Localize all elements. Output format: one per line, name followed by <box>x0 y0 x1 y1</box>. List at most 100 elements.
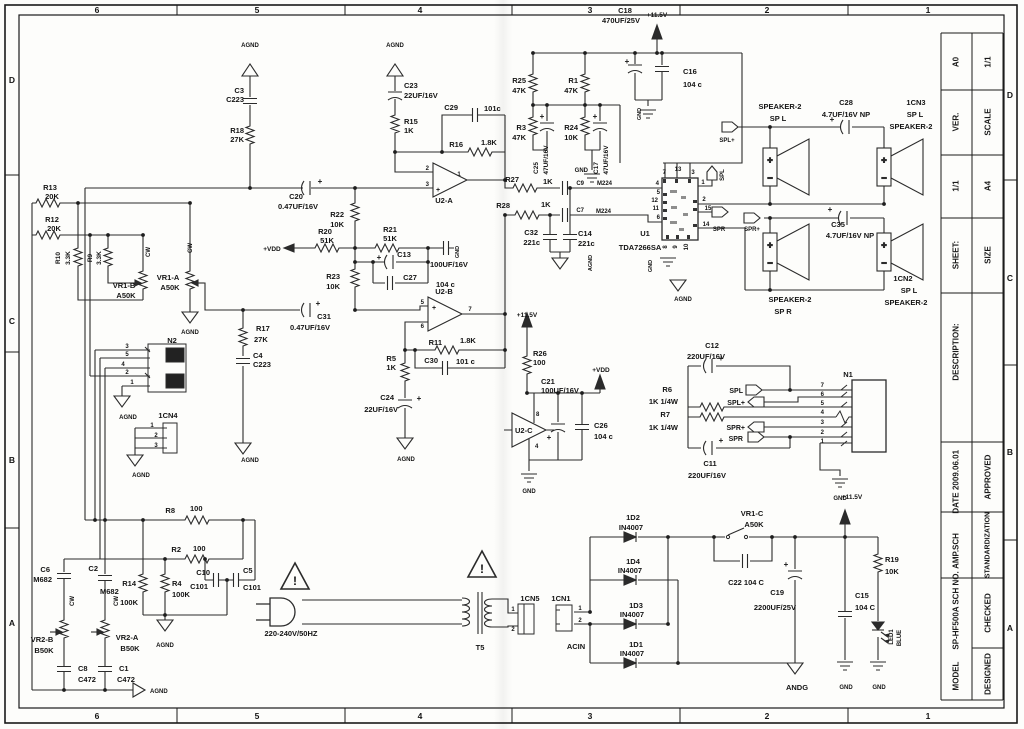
sym-res_v <box>238 324 248 350</box>
schematic-label: SPEAKER-2 <box>890 122 933 131</box>
sym-res_v <box>390 111 400 137</box>
tb-designed-label: DESIGNED <box>983 653 993 695</box>
schematic-label: 3.3K <box>65 251 72 265</box>
schematic-label: R7 <box>660 410 670 419</box>
junction-dot <box>676 661 680 665</box>
sym-cap_pv <box>539 122 555 132</box>
tb-description-label: DESCRIPTION: <box>951 323 961 381</box>
connector-1cn1 <box>555 604 573 632</box>
sym-agnd_r <box>132 682 146 698</box>
schematic-label: C <box>1007 273 1013 283</box>
schematic-label: 1CN3 <box>906 98 925 107</box>
schematic-label: R5 <box>386 354 396 363</box>
schematic-label: 0.47UF/16V <box>290 323 330 332</box>
schematic-label: 104 c <box>683 80 702 89</box>
schematic-label: 1 <box>130 380 134 386</box>
junction-dot <box>393 150 397 154</box>
sym-dio_h <box>623 657 637 669</box>
sym-res_v <box>103 244 113 270</box>
schematic-label: R21 <box>383 225 397 234</box>
schematic-label: SPL+ <box>719 138 735 144</box>
schematic-label: + <box>625 57 630 66</box>
connector-1cn4 <box>162 422 178 454</box>
junction-dot <box>655 51 659 55</box>
schematic-label: R9 <box>87 253 94 262</box>
schematic-label: AGND <box>397 457 415 463</box>
schematic-label: C101 <box>190 582 208 591</box>
schematic-label: 1D2 <box>626 513 640 522</box>
schematic-label: 1K <box>543 177 553 186</box>
jack-n2 <box>144 343 187 393</box>
schematic-label: B50K <box>120 644 140 653</box>
schematic-label: D <box>9 75 15 85</box>
schematic-label: R20 <box>318 227 332 236</box>
schematic-label: IN4007 <box>620 649 644 658</box>
sym-cap_v <box>562 233 578 241</box>
schematic-label: 6 <box>821 392 825 398</box>
sym-res_v <box>245 122 255 148</box>
schematic-label: C1 <box>119 664 129 673</box>
sym-agnd_d <box>786 662 804 675</box>
schematic-label: 51K <box>320 236 334 245</box>
junction-dot <box>580 391 584 395</box>
sym-opamp <box>427 296 463 332</box>
schematic-label: C472 <box>117 675 135 684</box>
schematic-label: R27 <box>505 175 519 184</box>
schematic-label: 47K <box>564 86 578 95</box>
schematic-label: R3 <box>516 123 526 132</box>
sym-cap_h <box>561 207 569 223</box>
schematic-label: C15 <box>855 591 869 600</box>
sym-tag_r <box>743 212 761 224</box>
tb-scale-label: SCALE <box>983 108 993 136</box>
schematic-label: 470UF/25V <box>602 16 640 25</box>
schematic-label: C16 <box>683 67 697 76</box>
sym-cap_h <box>741 553 749 569</box>
schematic-label: C2 <box>88 564 98 573</box>
schematic-label: + <box>593 112 598 121</box>
schematic-label: 100UF/16V <box>430 260 468 269</box>
sym-res_h <box>181 554 213 564</box>
schematic-label: 1 <box>578 606 582 612</box>
schematic-label: 7 <box>821 383 825 389</box>
scan-fold-shading <box>494 0 512 729</box>
schematic-label: C3 <box>234 86 244 95</box>
schematic-label: + <box>417 394 422 403</box>
schematic-label: IN4007 <box>620 610 644 619</box>
schematic-label: + <box>547 433 552 442</box>
schematic-label: C24 <box>380 393 395 402</box>
schematic-label: R22 <box>330 210 344 219</box>
schematic-label: 0.47UF/16V <box>278 202 318 211</box>
junction-dot <box>843 535 847 539</box>
schematic-label: 10K <box>564 133 578 142</box>
drawing-border <box>4 4 1018 724</box>
schematic-label: 22UF/16V <box>404 91 438 100</box>
schematic-label: C472 <box>78 675 96 684</box>
sym-res_v <box>138 570 148 596</box>
schematic-label: SP R <box>774 307 792 316</box>
schematic-label: GND <box>648 260 654 272</box>
schematic-label: R14 <box>122 579 137 588</box>
sym-res_h <box>431 345 463 355</box>
sym-dio_h <box>623 618 637 630</box>
schematic-label: 1K 1/4W <box>649 423 679 432</box>
schematic-label: C9 <box>576 181 584 187</box>
tb-schno-value: AMP.SCH <box>951 533 961 569</box>
schematic-label: A50K <box>160 283 180 292</box>
schematic-label: 5 <box>125 352 129 358</box>
sym-cap_ph <box>839 119 850 135</box>
sym-agnd_d <box>551 257 569 270</box>
schematic-label: D <box>1007 90 1013 100</box>
schematic-label: C12 <box>705 341 719 350</box>
schematic-label: 101 c <box>456 357 475 366</box>
schematic-label: IN4007 <box>619 523 643 532</box>
junction-dot <box>633 51 637 55</box>
schematic-label: 10K <box>330 220 344 229</box>
schematic-label: 104 c <box>594 432 613 441</box>
schematic-label: 3 <box>125 344 129 350</box>
tb-model-value: SP-HF500A <box>951 606 961 650</box>
junction-dot <box>141 518 145 522</box>
sym-agnd_d <box>156 619 174 632</box>
schematic-label: 101c <box>484 104 501 113</box>
schematic-label: C4 <box>253 351 263 360</box>
sym-agnd_d <box>234 442 252 455</box>
